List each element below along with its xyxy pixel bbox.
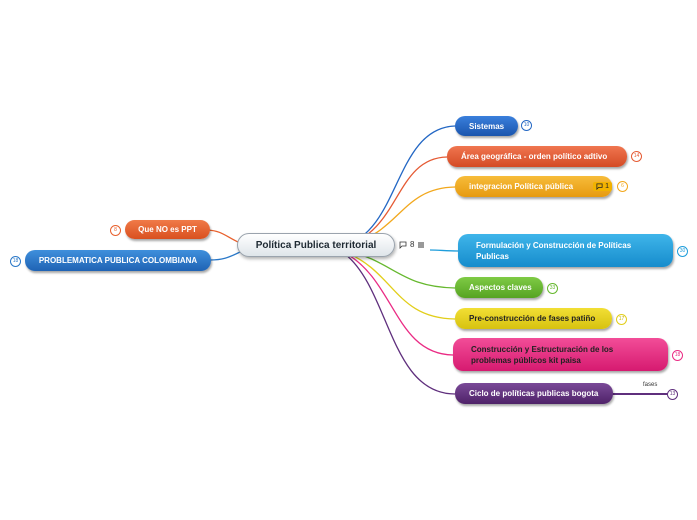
- topic-comment-indicator[interactable]: 1: [593, 182, 612, 191]
- collapse-badge[interactable]: 33: [547, 283, 558, 294]
- topic-label: Aspectos claves: [469, 283, 532, 292]
- connector-ciclo: [344, 253, 456, 395]
- collapse-badge[interactable]: 6: [617, 181, 628, 192]
- topic-construccion-estructuracion[interactable]: Construcción y Estructuración de los pro…: [453, 338, 668, 371]
- central-comment-count: 8: [410, 240, 415, 249]
- topic-area-geografica[interactable]: Área geográfica - orden político adtivo: [447, 146, 627, 167]
- topic-preconstruccion-fases[interactable]: Pre-construcción de fases patiño: [455, 308, 612, 329]
- topic-integracion-politica[interactable]: integracion Política pública 1: [455, 176, 612, 197]
- collapse-badge[interactable]: 18: [10, 256, 21, 267]
- connector-formulacion: [429, 249, 459, 252]
- topic-aspectos-claves[interactable]: Aspectos claves: [455, 277, 543, 298]
- collapse-badge[interactable]: 8: [110, 225, 121, 236]
- topic-label: PROBLEMATICA PUBLICA COLOMBIANA: [38, 256, 198, 265]
- comment-icon[interactable]: [399, 241, 407, 249]
- notes-icon[interactable]: [417, 241, 425, 249]
- collapse-badge[interactable]: 14: [631, 151, 642, 162]
- subtopic-fases[interactable]: fases: [643, 382, 657, 388]
- subtopic-label: fases: [643, 382, 658, 388]
- topic-label: Formulación y Construcción de Políticas …: [476, 240, 632, 261]
- topic-formulacion-construccion[interactable]: Formulación y Construcción de Políticas …: [458, 234, 673, 267]
- topic-problematica-publica[interactable]: PROBLEMATICA PUBLICA COLOMBIANA: [25, 250, 211, 271]
- topic-label: Construcción y Estructuración de los pro…: [471, 344, 614, 365]
- topic-label: integracion Política pública: [469, 182, 574, 191]
- topic-label: Área geográfica - orden político adtivo: [461, 152, 608, 161]
- connector-sistemas: [344, 125, 456, 246]
- topic-comment-count: 1: [605, 183, 609, 190]
- collapse-badge[interactable]: 18: [672, 350, 683, 361]
- collapse-badge[interactable]: 17: [616, 314, 627, 325]
- connector-que-no: [207, 229, 241, 244]
- central-topic-indicators: 8: [399, 240, 425, 249]
- topic-ciclo-politicas[interactable]: Ciclo de políticas publicas bogota: [455, 383, 613, 404]
- connector-problematica: [209, 251, 241, 261]
- topic-label: Pre-construcción de fases patiño: [469, 314, 596, 323]
- connector-construccion: [344, 252, 454, 356]
- topic-label: Sistemas: [469, 121, 505, 131]
- topic-label: Ciclo de políticas publicas bogota: [469, 389, 599, 398]
- topic-que-no-es-ppt[interactable]: Que NO es PPT: [125, 220, 210, 239]
- comment-icon: [596, 183, 603, 190]
- collapse-badge[interactable]: 30: [677, 246, 688, 257]
- central-topic[interactable]: Política Publica territorial: [237, 233, 395, 257]
- central-topic-label: Política Publica territorial: [255, 239, 377, 251]
- connector-area: [344, 156, 448, 246]
- topic-sistemas[interactable]: Sistemas: [455, 116, 518, 136]
- topic-label: Que NO es PPT: [138, 225, 197, 234]
- collapse-badge[interactable]: 10: [521, 120, 532, 131]
- connector-preconstruccion: [344, 251, 456, 320]
- collapse-badge[interactable]: 13: [667, 389, 678, 400]
